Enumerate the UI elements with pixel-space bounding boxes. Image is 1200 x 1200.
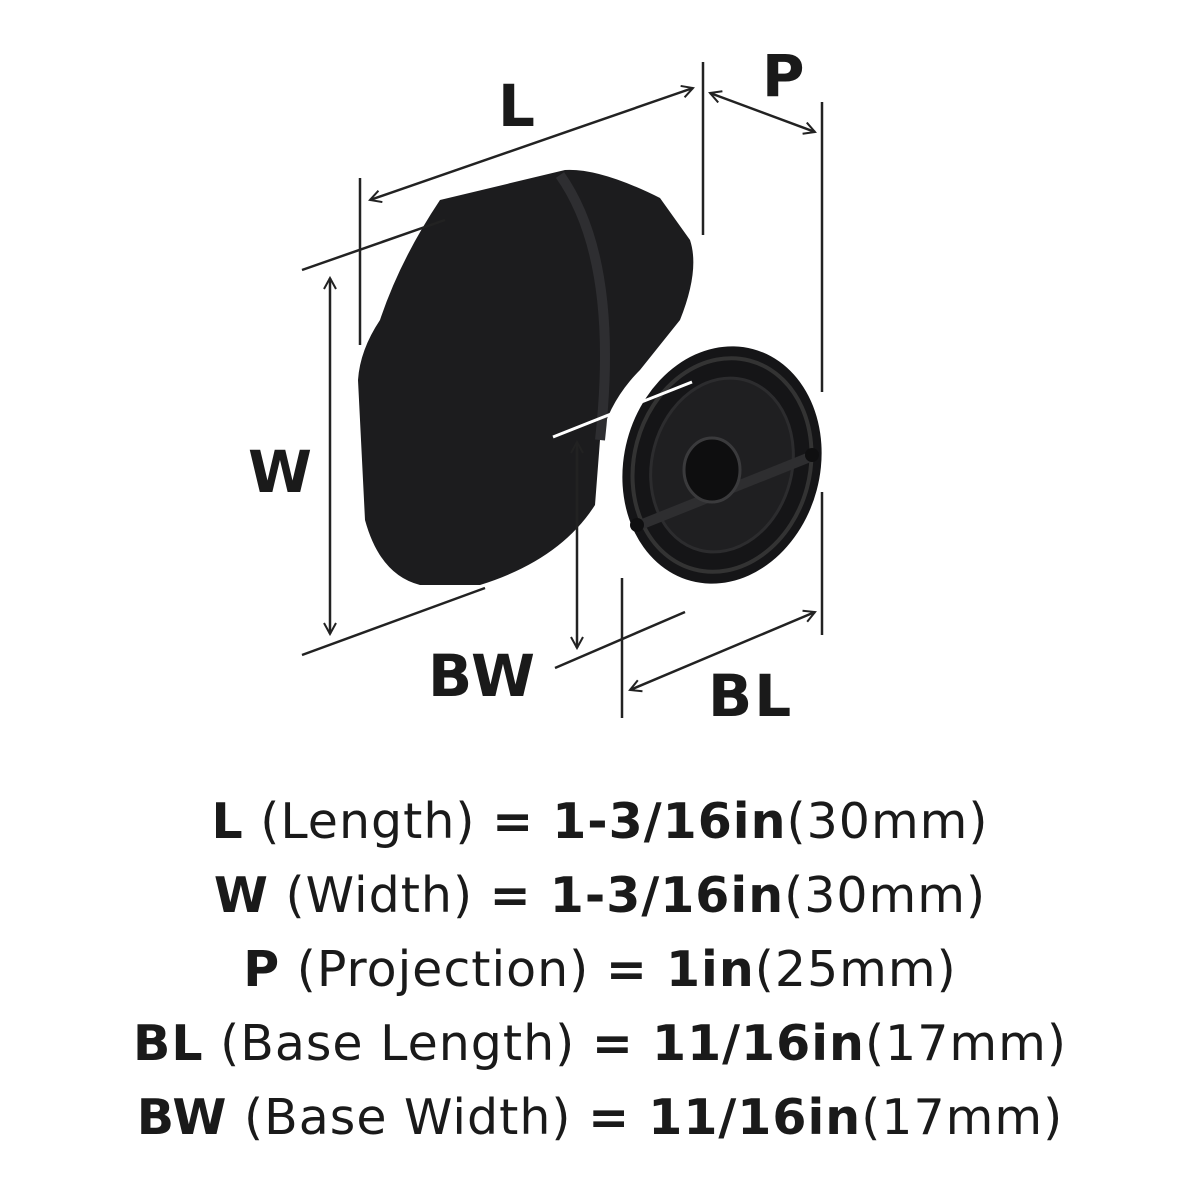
spec-name: (Width) bbox=[285, 867, 474, 924]
spec-code: BW bbox=[136, 1089, 228, 1146]
knob-illustration bbox=[301, 62, 824, 718]
spec-row-base-length: BL (Base Length) = 11/16in(17mm) bbox=[0, 1007, 1200, 1081]
spec-value: = 1-3/16in bbox=[492, 793, 787, 850]
spec-name: (Projection) bbox=[296, 941, 590, 998]
spec-row-projection: P (Projection) = 1in(25mm) bbox=[0, 933, 1200, 1007]
spec-value: = 1-3/16in bbox=[489, 867, 785, 924]
spec-value: = 1in bbox=[605, 941, 755, 998]
spec-name: (Base Width) bbox=[244, 1089, 572, 1146]
spec-code: L bbox=[211, 793, 244, 850]
spec-row-width: W (Width) = 1-3/16in(30mm) bbox=[0, 859, 1200, 933]
spec-code: P bbox=[243, 941, 281, 998]
dimension-lines bbox=[301, 62, 824, 718]
dimension-specs: L (Length) = 1-3/16in(30mm) W (Width) = … bbox=[0, 785, 1200, 1155]
label-base-width: BW bbox=[428, 642, 538, 710]
spec-metric: (17mm) bbox=[864, 1015, 1067, 1072]
spec-row-base-width: BW (Base Width) = 11/16in(17mm) bbox=[0, 1081, 1200, 1155]
dimension-diagram: L P W BW BL bbox=[248, 42, 824, 730]
spec-code: W bbox=[213, 867, 269, 924]
spec-metric: (25mm) bbox=[754, 941, 957, 998]
label-width: W bbox=[248, 438, 314, 506]
label-length: L bbox=[498, 72, 537, 140]
spec-code: BL bbox=[132, 1015, 204, 1072]
label-base-length: BL bbox=[708, 662, 794, 730]
spec-metric: (17mm) bbox=[861, 1089, 1064, 1146]
spec-name: (Length) bbox=[260, 793, 476, 850]
spec-value: = 11/16in bbox=[588, 1089, 862, 1146]
spec-metric: (30mm) bbox=[786, 793, 989, 850]
spec-metric: (30mm) bbox=[784, 867, 987, 924]
label-projection: P bbox=[762, 42, 807, 110]
spec-name: (Base Length) bbox=[220, 1015, 576, 1072]
spec-row-length: L (Length) = 1-3/16in(30mm) bbox=[0, 785, 1200, 859]
spec-value: = 11/16in bbox=[591, 1015, 865, 1072]
knob-body bbox=[358, 169, 822, 585]
